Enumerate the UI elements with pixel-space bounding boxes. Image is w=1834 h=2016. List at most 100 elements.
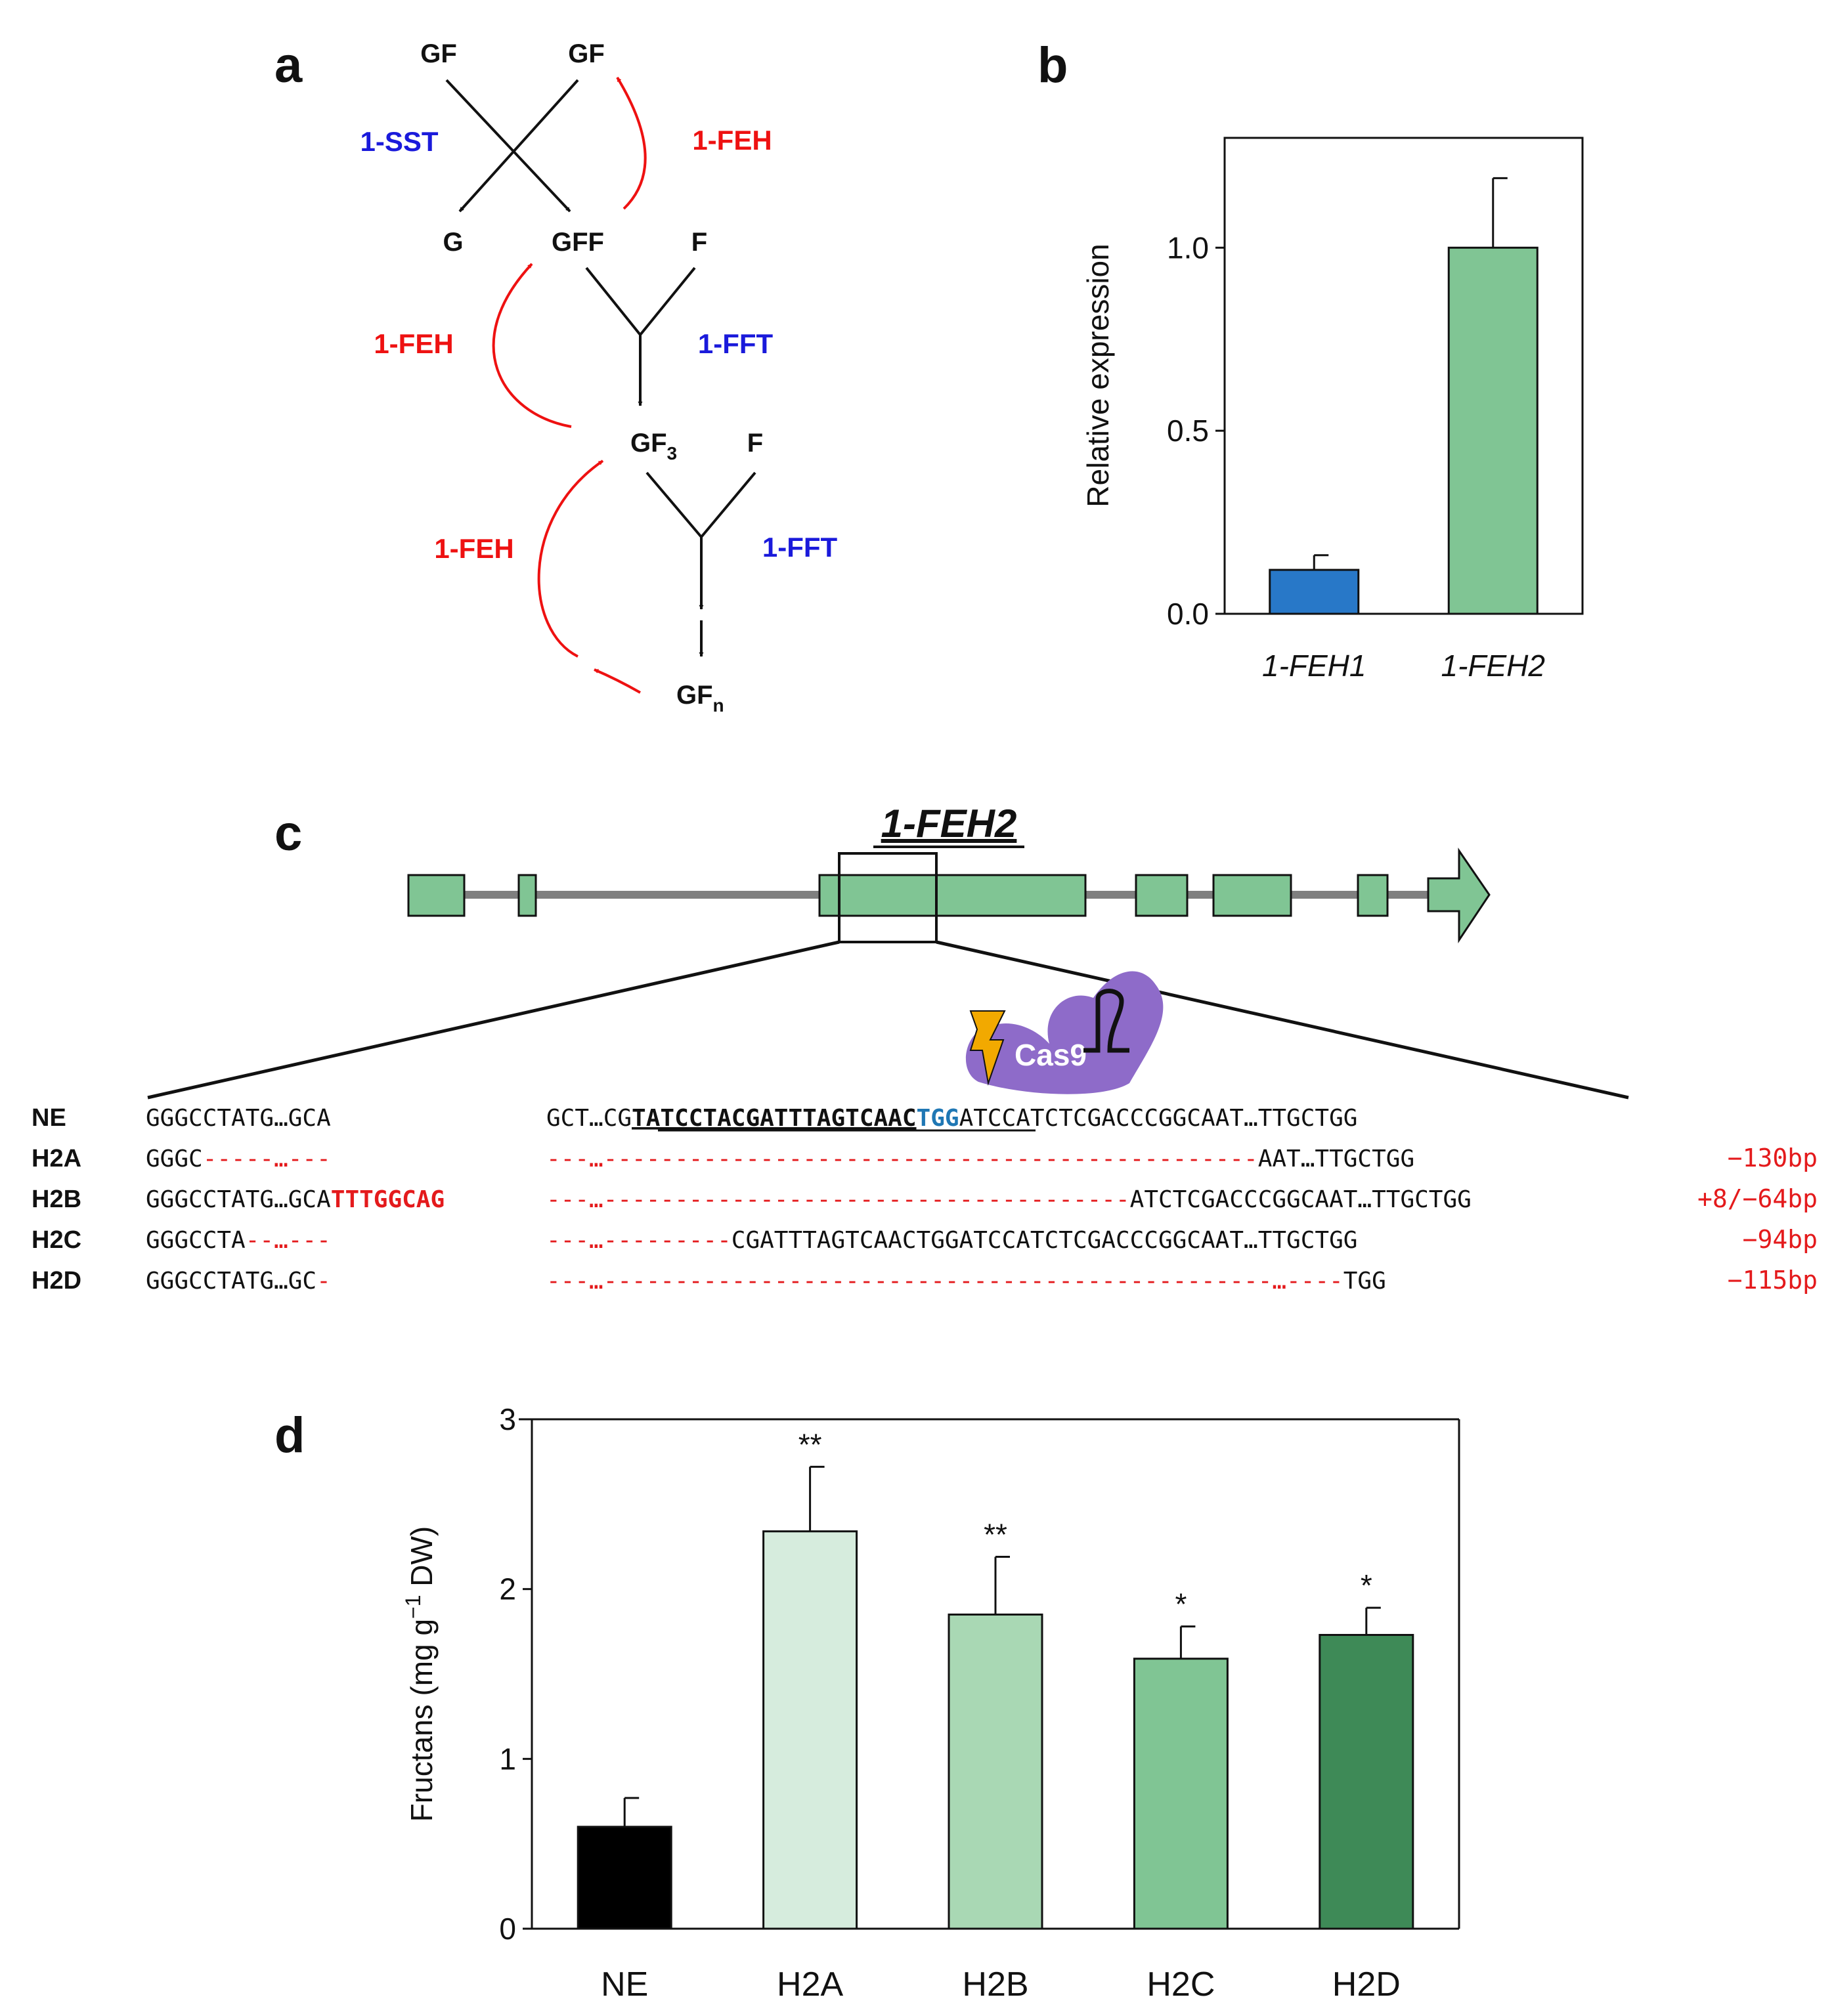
- significance-mark: *: [1175, 1587, 1187, 1621]
- category-label: H2B: [962, 1965, 1028, 2004]
- gene-name: 1-FEH2: [881, 802, 1017, 846]
- cas9-complex: Cas9: [965, 971, 1164, 1094]
- bar-H2D: [1319, 1634, 1414, 1930]
- exon-2: [517, 874, 537, 917]
- enzyme-1-feh-top: 1-FEH: [692, 125, 772, 156]
- merge-line-gff: [585, 267, 642, 336]
- zoom-line-left: [147, 940, 840, 1100]
- arrow-feh-gfn-tail: [594, 668, 641, 694]
- significance-mark: **: [984, 1518, 1007, 1552]
- row-label-ne: NE: [32, 1104, 66, 1132]
- bar-1-FEH1: [1269, 568, 1360, 615]
- bar-H2A: [762, 1530, 858, 1930]
- panel-d-label: d: [274, 1407, 305, 1463]
- significance-mark: **: [798, 1427, 822, 1461]
- panel-c: c 1-FEH2 Cas9 NE GGGCCTATG…GCA GCT…CGTAT…: [32, 802, 1818, 1295]
- category-label: 1-FEH1: [1262, 649, 1366, 683]
- y-tick-label: 0.0: [1167, 597, 1209, 631]
- y-tick-label: 0.5: [1167, 414, 1209, 448]
- exon-7-arrow: [1427, 847, 1491, 943]
- node-gfn: GFn: [676, 681, 724, 716]
- seq-h2c-right: ---…---------CGATTTAGTCAACTGGATCCATCTCGA…: [546, 1227, 1357, 1254]
- y-tick-label: 0: [499, 1912, 516, 1946]
- node-gf-left: GF: [420, 39, 457, 68]
- panel-c-label: c: [274, 805, 302, 861]
- panel-b-label: b: [1037, 37, 1068, 93]
- enzyme-1-feh-mid: 1-FEH: [374, 328, 453, 359]
- row-label-h2d: H2D: [32, 1267, 81, 1295]
- arrow-gf-to-g: [458, 79, 579, 213]
- panel-a: a GF GF 1-SST 1-FEH G GFF F 1-FEH 1-FFT …: [274, 37, 837, 716]
- panel-a-label: a: [274, 37, 303, 93]
- row-label-h2a: H2A: [32, 1145, 81, 1172]
- sgrna-icon: [1083, 989, 1129, 1053]
- seq-ne-pam: TGG: [917, 1105, 959, 1132]
- bar-H2B: [948, 1613, 1043, 1930]
- enzyme-1-fft-mid: 1-FFT: [698, 328, 774, 359]
- lightning-icon: [969, 1010, 1006, 1086]
- change-h2d: −115bp: [1728, 1266, 1818, 1295]
- bar-H2C: [1133, 1658, 1229, 1930]
- category-label: H2A: [777, 1965, 843, 2004]
- cas9-label: Cas9: [1015, 1038, 1087, 1072]
- seq-ne-left: GGGCCTATG…GCA: [146, 1105, 331, 1132]
- merge-line-f: [639, 267, 696, 336]
- chart-d-bars: ******: [577, 1427, 1414, 1930]
- node-g: G: [443, 228, 463, 257]
- seq-ne-target: TATCCTACGATTTAGTCAAC: [632, 1105, 916, 1132]
- seq-h2b-right: ---…------------------------------------…: [546, 1186, 1472, 1213]
- exon-1: [407, 874, 466, 917]
- node-f-1: F: [691, 228, 707, 257]
- seq-h2a-left: GGGC-----…---: [146, 1146, 331, 1172]
- chart-d-categories: NE H2A H2B H2C H2D: [601, 1965, 1401, 2004]
- change-h2b: +8/−64bp: [1697, 1184, 1818, 1213]
- bar-1-FEH2: [1447, 246, 1539, 615]
- zoom-line-right: [936, 940, 1629, 1100]
- exon-4: [1135, 874, 1189, 917]
- category-label: NE: [601, 1965, 648, 2004]
- arrow-feh-gff-to-gf: [616, 76, 647, 210]
- merge-line-f-2: [700, 471, 756, 538]
- y-tick-label: 2: [499, 1572, 516, 1606]
- enzyme-1-sst: 1-SST: [360, 126, 438, 157]
- y-tick-label: 1.0: [1167, 230, 1209, 265]
- cas9-protein: [965, 971, 1164, 1094]
- merge-line-gf3: [645, 471, 703, 538]
- enzyme-1-fft-low: 1-FFT: [762, 532, 838, 563]
- seq-h2c-left: GGGCCTA--…---: [146, 1227, 331, 1254]
- row-label-h2b: H2B: [32, 1186, 81, 1213]
- change-h2c: −94bp: [1743, 1225, 1818, 1254]
- y-tick-label: 3: [499, 1402, 516, 1436]
- sequence-alignment: NE GGGCCTATG…GCA GCT…CGTATCCTACGATTTAGTC…: [32, 1104, 1818, 1295]
- row-label-h2c: H2C: [32, 1226, 81, 1254]
- y-tick-label: 1: [499, 1742, 516, 1776]
- enzyme-1-feh-low: 1-FEH: [434, 533, 513, 564]
- arrow-feh-gfn-to-gf3: [537, 460, 604, 658]
- node-gf-right: GF: [568, 39, 605, 68]
- exon-3: [818, 874, 1087, 917]
- node-gf3: GF3: [630, 429, 677, 463]
- seq-h2b-left: GGGCCTATG…GCATTTGGCAG: [146, 1186, 445, 1213]
- bar-NE: [577, 1826, 672, 1930]
- chart-b-bars: [1269, 177, 1539, 615]
- arrow-gf-to-gff: [445, 79, 571, 213]
- target-zoom-box: [838, 852, 938, 943]
- seq-h2d-left: GGGCCTATG…GC-: [146, 1268, 331, 1295]
- category-label: 1-FEH2: [1441, 649, 1545, 683]
- seq-ne-right: GCT…CGTATCCTACGATTTAGTCAACTGGATCCATCTCGA…: [546, 1105, 1357, 1132]
- arrow-feh-gf3-to-gff: [492, 263, 572, 428]
- category-label: H2C: [1146, 1965, 1215, 2004]
- seq-h2a-right: ---…------------------------------------…: [546, 1146, 1414, 1172]
- seq-h2d-right: ---…------------------------------------…: [546, 1268, 1386, 1295]
- node-f-2: F: [747, 429, 763, 458]
- category-label: H2D: [1332, 1965, 1401, 2004]
- chart-b-categories: 1-FEH1 1-FEH2: [1262, 649, 1545, 683]
- chart-d-ylabel: Fructans (mg g−1 DW): [401, 1526, 439, 1822]
- exon-5: [1212, 874, 1292, 917]
- significance-mark: *: [1361, 1568, 1372, 1602]
- node-gff: GFF: [552, 228, 604, 257]
- chart-b-ylabel: Relative expression: [1081, 244, 1115, 507]
